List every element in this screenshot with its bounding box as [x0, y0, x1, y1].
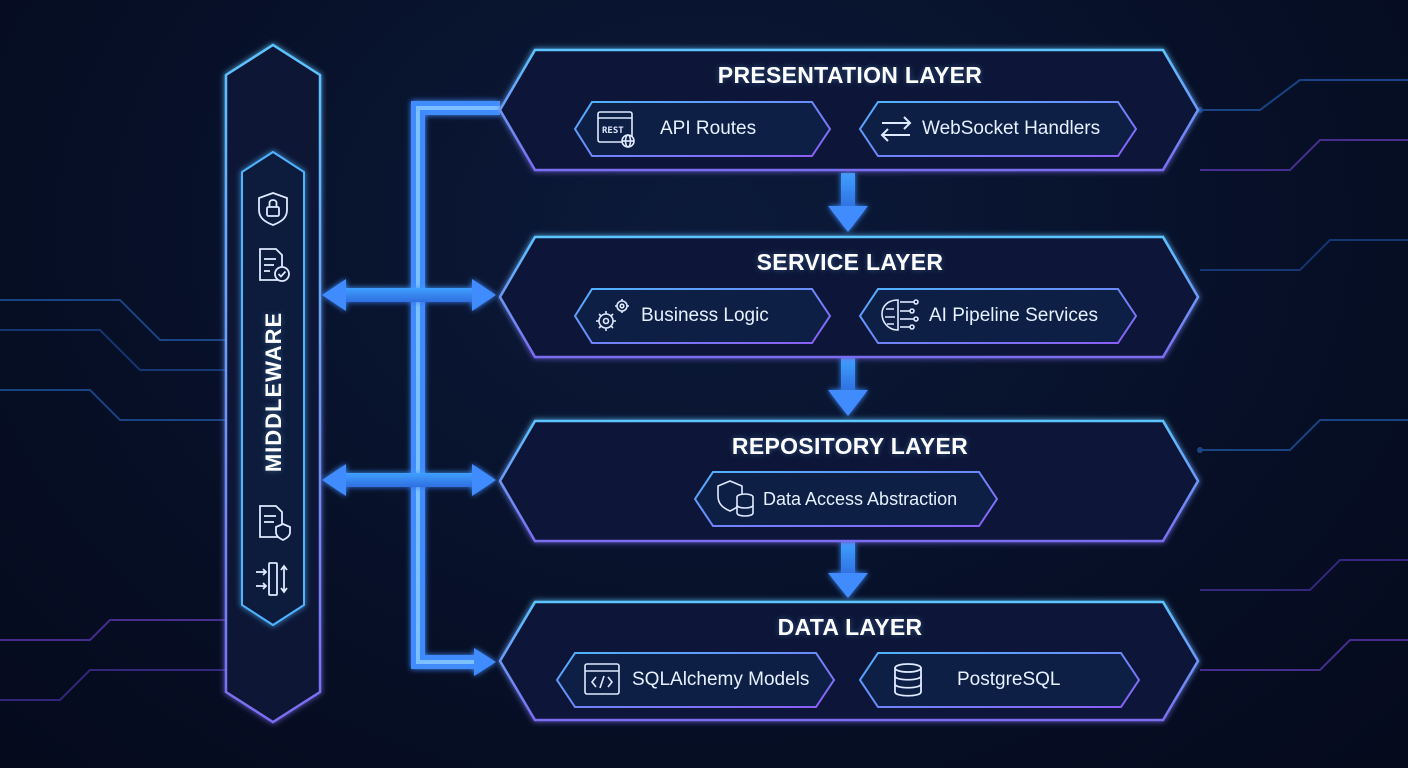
data-access-abstraction-label: Data Access Abstraction: [763, 489, 958, 509]
ai-pipeline-services-label: AI Pipeline Services: [929, 305, 1098, 326]
shield-lock-icon: [258, 192, 288, 226]
business-logic-label: Business Logic: [641, 305, 769, 326]
repository-layer-title: REPOSITORY LAYER: [731, 433, 969, 459]
code-window-icon: [584, 663, 620, 695]
down-arrow-2: [828, 358, 868, 416]
api-routes-chip: [573, 101, 832, 157]
websocket-handlers-chip: [858, 101, 1138, 157]
middleware-repository-arrow: [322, 464, 496, 496]
rest-api-icon: REST: [597, 111, 635, 148]
document-check-icon: [259, 248, 290, 282]
middleware-label: MIDDLEWARE: [261, 311, 286, 473]
data-access-abstraction-chip: [693, 471, 999, 527]
down-arrow-1: [828, 173, 868, 232]
database-icon: [894, 663, 922, 697]
presentation-layer-title: PRESENTATION LAYER: [717, 62, 983, 88]
down-arrow-3: [828, 542, 868, 598]
brain-circuit-icon: [881, 299, 919, 331]
websocket-handlers-label: WebSocket Handlers: [922, 118, 1101, 139]
postgresql-label: PostgreSQL: [957, 669, 1061, 690]
data-layer-title: DATA LAYER: [777, 614, 923, 640]
exchange-arrows-icon: [880, 116, 912, 142]
document-shield-icon: [259, 505, 291, 542]
service-layer-title: SERVICE LAYER: [756, 249, 944, 275]
api-routes-label: API Routes: [660, 118, 757, 139]
sqlalchemy-models-chip: [555, 652, 836, 708]
ai-pipeline-services-chip: [858, 288, 1138, 344]
middleware-service-arrow: [322, 279, 496, 311]
connector-bus: [411, 101, 500, 676]
sqlalchemy-models-label: SQLAlchemy Models: [632, 669, 810, 690]
shield-database-icon: [717, 480, 754, 517]
filter-arrows-icon: [256, 562, 288, 596]
svg-text:REST: REST: [602, 126, 624, 136]
business-logic-chip: [573, 288, 832, 344]
gears-icon: [596, 299, 629, 331]
postgresql-chip: [858, 652, 1141, 708]
